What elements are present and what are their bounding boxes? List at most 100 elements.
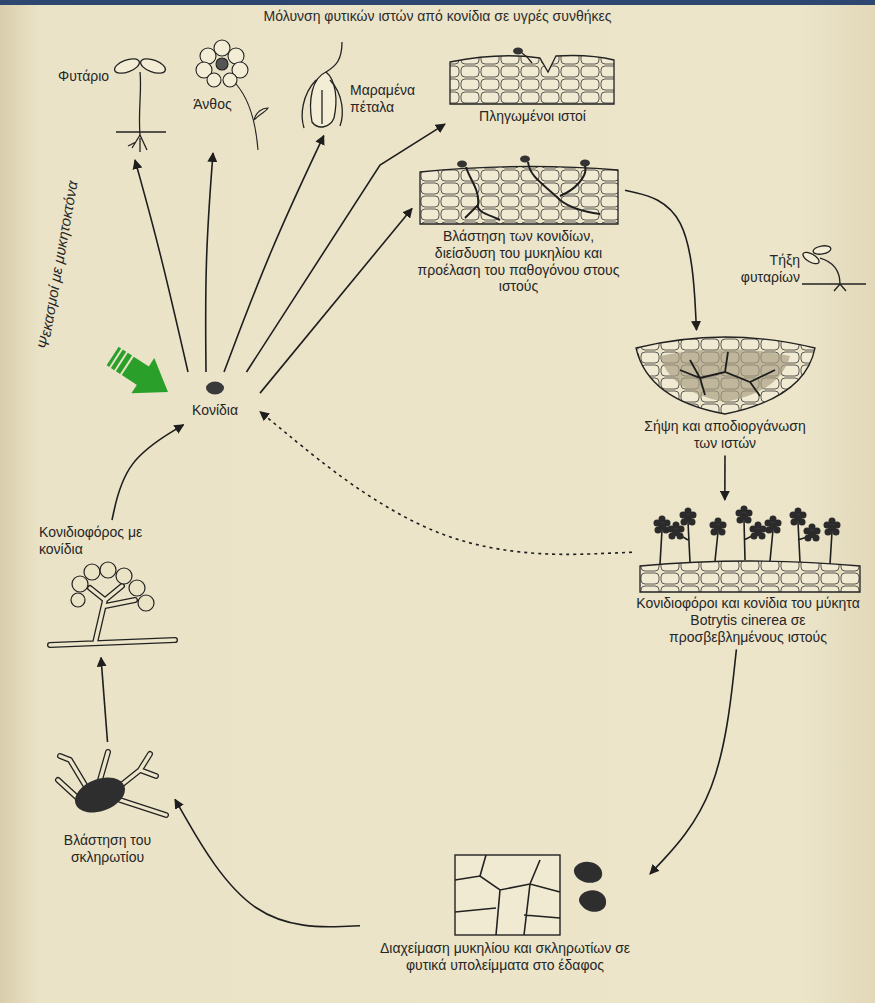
flower [200, 48, 216, 64]
conidiophores-on-tissue [640, 506, 860, 593]
conidiophore [71, 593, 85, 607]
rotting-tissue [636, 337, 815, 414]
wilted-flower [311, 72, 336, 127]
conidiophore [50, 562, 175, 645]
seedling [113, 56, 168, 152]
stage-label: Τήξη φυταρίων [728, 252, 800, 286]
flower [228, 48, 244, 64]
stage-label: Πληγωμένοι ιστοί [447, 108, 618, 125]
stage-node: Κονιδιοφόροι και κονίδια του μύκητα Botr… [632, 500, 864, 649]
cycle-arrow [650, 649, 736, 874]
cycle-arrow [112, 425, 184, 520]
stage-node: Άνθος [175, 40, 270, 153]
conidiophores-on-tissue [804, 524, 821, 542]
diagram-title: Μόλυνση φυτικών ιστών από κονίδια σε υγρ… [0, 8, 875, 25]
conidiophores-on-tissue [654, 516, 671, 534]
collapsed-seedling [802, 283, 866, 284]
conidiophore [71, 562, 154, 611]
seedling [139, 72, 140, 135]
conidiophores-on-tissue [765, 516, 782, 534]
rotting-tissue [636, 337, 815, 414]
germinating-conidia-tissue [465, 162, 600, 220]
stage-label: Κονιδιοφόροι και κονίδια του μύκητα Botr… [634, 595, 862, 645]
stage-node: Διαχείμαση μυκηλίου και σκληρωτίων σε φυ… [360, 848, 650, 978]
overwintering-box [455, 855, 560, 935]
conidiophore [129, 580, 145, 596]
spray-note: Ψεκασμοί με μυκητοκτόνα [34, 179, 81, 350]
cycle-arrow [260, 208, 412, 393]
conidiophore [50, 586, 175, 645]
collapsed-seedling [812, 244, 831, 255]
conidiophore [50, 586, 175, 645]
spray-arrow [101, 338, 179, 409]
seedling [139, 56, 168, 76]
stage-node: Βλάστηση των κονιδίων, διείσδυση του μυκ… [412, 148, 625, 299]
stage-label: Κονιδιοφόρος με κονίδια [39, 524, 143, 558]
collapsed-seedling [801, 244, 866, 291]
stage-node: Σήψη και αποδιοργάνωση των ιστών [630, 330, 820, 456]
stage-node: Φυτάριο [58, 40, 168, 160]
flower [207, 73, 221, 87]
stage-node: Κονίδια [170, 372, 260, 425]
stage-label: Διαχείμαση μυκηλίου και σκληρωτίων σε φυ… [362, 940, 648, 974]
flower [214, 40, 230, 56]
conidiophores-on-tissue [824, 518, 841, 536]
cycle-arrow [224, 136, 324, 372]
flower [223, 73, 237, 87]
germinating-sclerotium [70, 771, 130, 819]
overwintering-box [579, 890, 606, 911]
conidiophores-on-tissue [660, 520, 832, 564]
wounded-tissue [522, 53, 532, 63]
conidiophores-on-tissue [736, 506, 753, 524]
overwintering-box [455, 855, 560, 935]
stage-node: Βλάστηση του σκληρωτίου [40, 742, 175, 870]
conidiophores-on-tissue [790, 508, 807, 526]
stage-label: Βλάστηση του σκληρωτίου [42, 832, 173, 866]
overwintering-box [574, 862, 602, 883]
dashed-arrow [260, 412, 632, 555]
stage-node: Τήξη φυταρίων [728, 240, 868, 292]
conidiophores-on-tissue [710, 518, 727, 536]
flower [216, 58, 228, 70]
overwintering-box [455, 855, 606, 935]
stage-node: Πληγωμένοι ιστοί [445, 36, 620, 129]
spray-arrow [107, 347, 121, 367]
stage-label: Κονίδια [172, 402, 258, 419]
cycle-arrow [206, 153, 213, 372]
wilted-flower [302, 42, 342, 128]
conidium [206, 382, 224, 395]
conidiophore [84, 564, 100, 580]
seedling [116, 131, 166, 132]
flower [254, 108, 268, 120]
conidiophore [116, 568, 132, 584]
conidiophore [72, 576, 88, 592]
conidiophores-on-tissue [750, 522, 767, 540]
wounded-tissue [513, 48, 523, 55]
stage-label: Άνθος [175, 96, 250, 113]
cycle-arrow [101, 658, 108, 742]
germinating-conidia-tissue [520, 156, 530, 163]
collapsed-seedling [820, 258, 840, 284]
conidiophores-on-tissue [668, 522, 685, 540]
collapsed-seedling [834, 284, 846, 291]
wilted-flower [302, 80, 342, 128]
cycle-arrow [247, 124, 446, 372]
stage-label: Σήψη και αποδιοργάνωση των ιστών [632, 418, 818, 452]
stage-label: Μαραμένα πέταλα [350, 82, 425, 116]
wounded-tissue [450, 48, 614, 105]
conidium [206, 382, 224, 395]
flower [196, 40, 268, 150]
seedling [128, 135, 147, 152]
stage-label: Βλάστηση των κονιδίων, διείσδυση του μυκ… [414, 228, 623, 295]
germinating-conidia-tissue [457, 161, 467, 168]
cycle-arrow [135, 160, 188, 372]
conidiophores-on-tissue [640, 561, 860, 592]
conidiophore [138, 595, 154, 611]
top-bar [0, 0, 875, 5]
germinating-sclerotium [58, 752, 166, 819]
stage-label: Φυτάριο [58, 68, 120, 85]
stage-node: Μαραμένα πέταλα [290, 40, 425, 136]
conidiophore [100, 562, 116, 578]
germinating-conidia-tissue [420, 166, 618, 224]
